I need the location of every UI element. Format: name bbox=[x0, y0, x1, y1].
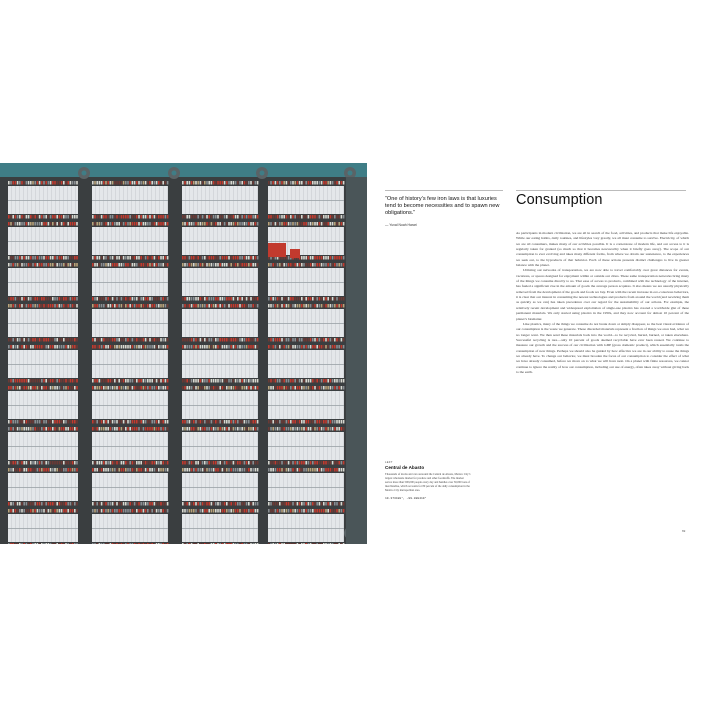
article-paragraph: Utilizing our networks of transportation… bbox=[516, 268, 689, 321]
title-rule bbox=[516, 190, 686, 191]
aerial-market-photo-icon bbox=[0, 163, 367, 544]
photo-caption: LEFT Central de Abasto Thousands of truc… bbox=[385, 460, 471, 500]
aerial-photo bbox=[0, 163, 367, 544]
article-body: As participants in modern civilization, … bbox=[516, 231, 689, 375]
caption-label: LEFT bbox=[385, 460, 393, 464]
caption-coordinates: 19.373488°, –99.088419° bbox=[385, 497, 427, 501]
epigraph-attribution: — Yuval Noah Harari bbox=[385, 223, 417, 227]
quote-rule bbox=[385, 190, 503, 191]
caption-title: Central de Abasto bbox=[385, 465, 425, 470]
caption-body: Thousands of trucks and cars surround th… bbox=[385, 473, 471, 493]
page-number: 69 bbox=[682, 529, 686, 533]
epigraph-quote: “One of history’s few iron laws is that … bbox=[385, 196, 500, 217]
chapter-title: Consumption bbox=[516, 192, 603, 208]
article-paragraph: Like plastics, many of the things we con… bbox=[516, 321, 689, 374]
article-paragraph: As participants in modern civilization, … bbox=[516, 231, 689, 268]
